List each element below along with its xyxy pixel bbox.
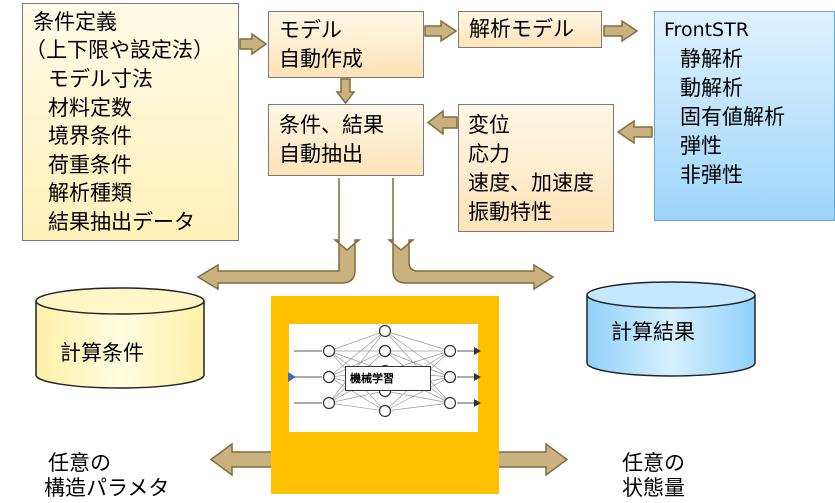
conditions-item: 荷重条件 <box>48 153 132 177</box>
frontstr-item: 弾性 <box>680 134 722 158</box>
arbitrary-state-line2: 状態量 <box>622 476 685 500</box>
frontstr-item: 固有値解析 <box>680 105 785 129</box>
frontstr-item: 非弾性 <box>680 163 743 187</box>
extract-line2: 自動抽出 <box>279 142 363 166</box>
model-auto-box: モデル 自動作成 <box>268 11 424 78</box>
arrow-down-left <box>196 178 362 291</box>
results-item: 振動特性 <box>468 200 552 224</box>
frontstr-item: 動解析 <box>680 76 743 100</box>
model-auto-line2: 自動作成 <box>279 47 363 71</box>
calc-results-cylinder <box>586 281 756 377</box>
calc-results-label: 計算結果 <box>611 320 695 344</box>
results-item: 速度、加速度 <box>468 171 594 195</box>
results-item: 変位 <box>468 113 510 137</box>
conditions-item: 材料定数 <box>48 96 132 120</box>
results-item: 応力 <box>468 142 510 166</box>
arrow-left <box>616 119 653 145</box>
extract-line1: 条件、結果 <box>279 113 384 137</box>
analysis-model-box: 解析モデル <box>458 11 602 48</box>
arrow-right <box>239 32 268 56</box>
analysis-model-label: 解析モデル <box>469 17 574 41</box>
arrow-right <box>424 19 458 43</box>
conditions-item: 解析種類 <box>48 181 132 205</box>
extract-box: 条件、結果 自動抽出 <box>268 104 424 176</box>
conditions-item: 結果抽出データ <box>48 210 195 234</box>
arbitrary-state-line1: 任意の <box>622 451 685 475</box>
conditions-subtitle: （上下限や設定法） <box>25 38 214 62</box>
conditions-title: 条件定義 <box>33 10 117 34</box>
arbitrary-params-line1: 任意の <box>48 451 111 475</box>
conditions-item: 境界条件 <box>48 124 132 148</box>
frontstr-item: 静解析 <box>680 47 743 71</box>
calc-conditions-cylinder <box>35 287 205 389</box>
arrow-down <box>335 78 356 105</box>
conditions-item: モデル寸法 <box>48 67 153 91</box>
arrow-right <box>603 19 639 43</box>
conditions-box: 条件定義 （上下限や設定法） モデル寸法 材料定数 境界条件 荷重条件 解析種類… <box>22 3 239 241</box>
ml-label: 機械学習 <box>345 366 431 391</box>
results-list-box: 変位 応力 速度、加速度 振動特性 <box>458 104 614 232</box>
arbitrary-params-line2: 構造パラメタ <box>44 476 170 500</box>
arrow-down-right <box>386 178 555 291</box>
frontstr-box: FrontSTR 静解析 動解析 固有値解析 弾性 非弾性 <box>654 11 835 221</box>
frontstr-title: FrontSTR <box>664 19 749 41</box>
model-auto-line1: モデル <box>279 18 342 42</box>
calc-conditions-label: 計算条件 <box>60 341 144 365</box>
arrow-left <box>426 109 458 136</box>
